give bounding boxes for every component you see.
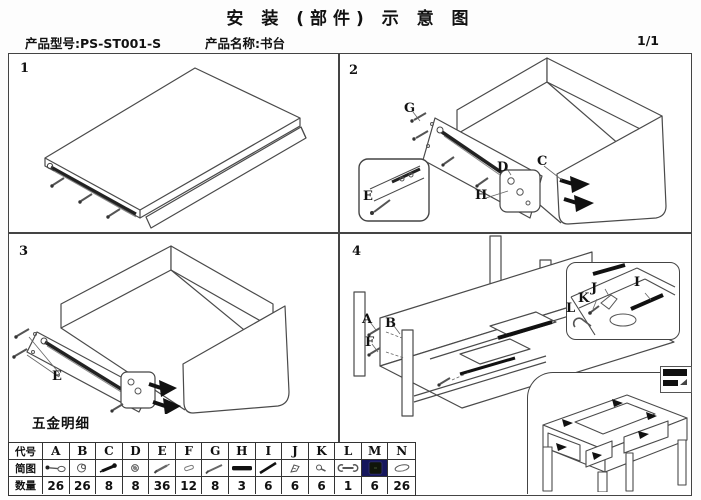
screw-icon (149, 460, 176, 477)
hardware-table: 代号 A B C D E F G H I J K L M N 简图 (8, 442, 416, 496)
code-b: B (69, 443, 97, 460)
code-j: J (282, 443, 309, 460)
qty-g: 8 (202, 477, 229, 494)
product-name: 产品名称:书台 (205, 36, 285, 51)
part-label-i: I (634, 275, 641, 290)
code-g: G (202, 443, 229, 460)
qty-l: 1 (335, 477, 362, 494)
qty-h: 3 (229, 477, 256, 494)
code-h: H (228, 443, 256, 460)
panel-1-number: 1 (20, 61, 30, 76)
oval-cap-icon (388, 460, 415, 477)
panel-4-number: 4 (352, 244, 362, 259)
panel-divider-vertical (338, 53, 340, 442)
dowel-screw-icon (96, 460, 123, 477)
dark-cap-icon (361, 460, 389, 477)
sheet-title: 安 装 (部件) 示 意 图 (226, 9, 475, 29)
small-screw-icon (308, 460, 336, 477)
code-e: E (149, 443, 176, 460)
slide-rail-icon (228, 460, 256, 477)
panel-divider-horizontal (8, 232, 692, 234)
qty-i: 6 (256, 477, 283, 494)
step-2-drawing (358, 57, 667, 225)
qty-f: 12 (176, 477, 203, 494)
part-label-a: A (362, 312, 373, 327)
cam-lock-icon (69, 460, 97, 477)
qty-d: 8 (123, 477, 150, 494)
step-1-drawing (44, 67, 307, 229)
corner-badge-icon (663, 369, 687, 386)
code-l: L (335, 443, 362, 460)
qty-k: 6 (309, 477, 336, 494)
code-i: I (255, 443, 283, 460)
part-label-j: J (591, 281, 598, 296)
qty-m: 6 (362, 477, 389, 494)
corner-detail-badge (660, 366, 692, 393)
long-screw-icon (202, 460, 229, 477)
panel-2-number: 2 (349, 63, 359, 78)
product-model: 产品型号:PS-ST001-S (25, 36, 162, 51)
panel-3-number: 3 (19, 244, 29, 259)
part-label-l: L (566, 301, 576, 316)
part-label-g: G (404, 101, 416, 116)
code-a: A (43, 443, 70, 460)
part-label-c: C (537, 154, 548, 169)
hardware-section-title: 五金明细 (32, 416, 90, 432)
detail-inset-drawing (570, 263, 676, 336)
step-3-drawing (12, 245, 290, 414)
wood-dowel-icon (175, 460, 203, 477)
code-n: N (388, 443, 415, 460)
finished-desk-drawing (542, 394, 688, 492)
wrench-icon (335, 460, 362, 477)
row-header-qty: 数量 (9, 477, 43, 494)
part-label-h: H (475, 188, 488, 203)
part-label-e3: E (52, 369, 62, 384)
finished-desk-view (527, 372, 692, 494)
qty-c: 8 (96, 477, 123, 494)
step-4-detail-inset (566, 262, 680, 340)
cam-bolt-icon (43, 460, 70, 477)
code-f: F (175, 443, 203, 460)
part-label-k: K (578, 291, 590, 306)
corner-bracket-icon (282, 460, 309, 477)
row-header-diagram: 简图 (9, 460, 43, 477)
qty-j: 6 (282, 477, 309, 494)
qty-e: 36 (149, 477, 176, 494)
part-label-e2: E (363, 189, 373, 204)
code-k: K (308, 443, 336, 460)
code-c: C (96, 443, 123, 460)
code-d: D (122, 443, 150, 460)
qty-n: 26 (393, 478, 411, 493)
metal-rod-icon (255, 460, 283, 477)
row-header-code: 代号 (9, 443, 43, 460)
part-label-b: B (385, 316, 396, 331)
part-label-f: F (365, 335, 375, 350)
nut-icon (122, 460, 150, 477)
page-number: 1/1 (637, 33, 659, 48)
qty-a: 26 (43, 477, 70, 494)
code-m: M (361, 443, 389, 460)
part-label-d: D (497, 160, 509, 175)
qty-b: 26 (70, 477, 97, 494)
